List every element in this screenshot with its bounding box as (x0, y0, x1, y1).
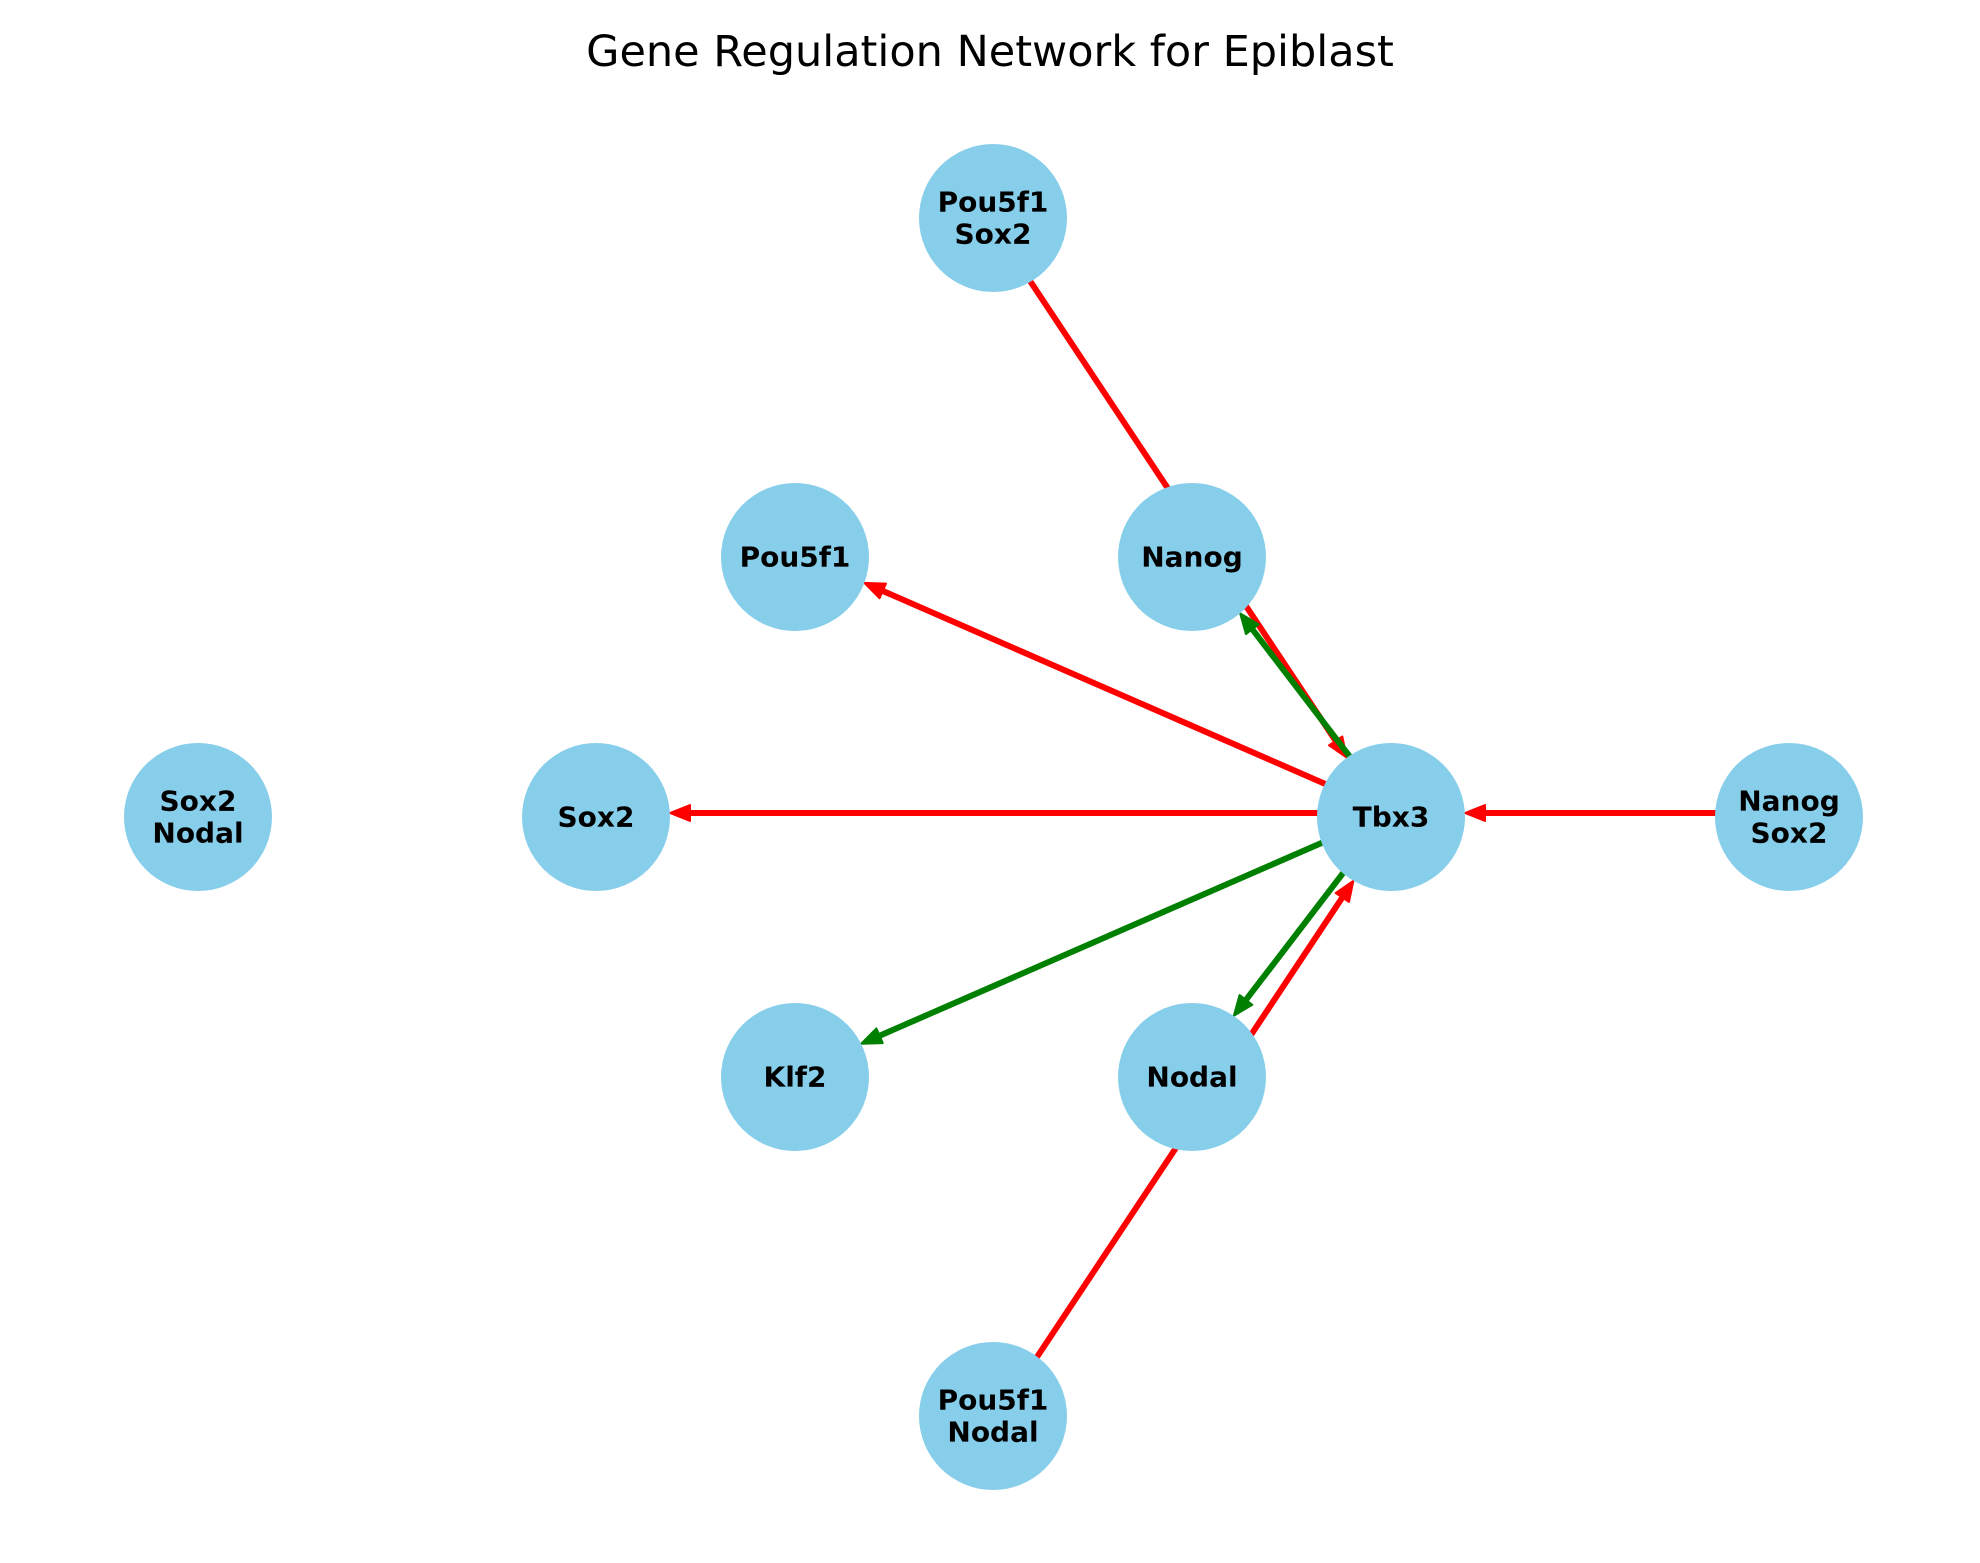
node-label: Nanog (1141, 541, 1243, 574)
node-label: Sox2 (160, 785, 237, 818)
node-circle (1118, 483, 1266, 631)
edge-tbx3-to-sox2 (669, 804, 1391, 822)
edge-arrowhead (1239, 612, 1260, 636)
edge-tbx3-to-pou5f1 (863, 581, 1394, 817)
node-nodal[interactable]: Nodal (1118, 1003, 1266, 1151)
edge-tbx3-to-klf2 (860, 810, 1391, 1045)
node-circle (124, 743, 272, 891)
node-klf2[interactable]: Klf2 (721, 1003, 869, 1151)
edge-line (993, 892, 1348, 1420)
node-tbx3[interactable]: Tbx3 (1317, 743, 1465, 891)
node-label: Pou5f1 (938, 186, 1049, 219)
node-circle (1118, 1003, 1266, 1151)
edge-arrowhead (669, 804, 691, 822)
node-label: Sox2 (1751, 817, 1828, 850)
node-label: Pou5f1 (938, 1384, 1049, 1417)
edge-arrowhead (1334, 879, 1355, 903)
node-circle (721, 483, 869, 631)
node-label: Nanog (1738, 785, 1840, 818)
node-label: Klf2 (764, 1061, 827, 1094)
node-label: Sox2 (955, 218, 1032, 251)
node-circle (1317, 743, 1465, 891)
node-label: Nodal (152, 817, 243, 850)
edge-line (874, 810, 1391, 1041)
diagram-title: Gene Regulation Network for Epiblast (586, 27, 1394, 77)
edges-layer (669, 218, 1789, 1420)
node-label: Tbx3 (1353, 801, 1430, 834)
edge-arrowhead (863, 581, 887, 600)
edge-pou5f1_nodal-to-tbx3 (993, 879, 1355, 1420)
node-label: Pou5f1 (740, 541, 851, 574)
node-circle (919, 144, 1067, 292)
edge-arrowhead (1464, 804, 1486, 822)
node-label: Nodal (947, 1416, 1038, 1449)
node-label: Sox2 (558, 801, 635, 834)
node-label: Nodal (1146, 1061, 1237, 1094)
node-circle (919, 1342, 1067, 1490)
edge-line (987, 218, 1341, 746)
node-circle (721, 1003, 869, 1151)
node-nanog[interactable]: Nanog (1118, 483, 1266, 631)
edge-line (877, 586, 1394, 817)
edge-arrowhead (1232, 994, 1254, 1017)
node-sox2[interactable]: Sox2 (522, 743, 670, 891)
node-circle (1715, 743, 1863, 891)
node-pou5f1[interactable]: Pou5f1 (721, 483, 869, 631)
edge-arrowhead (860, 1027, 884, 1045)
node-circle (522, 743, 670, 891)
